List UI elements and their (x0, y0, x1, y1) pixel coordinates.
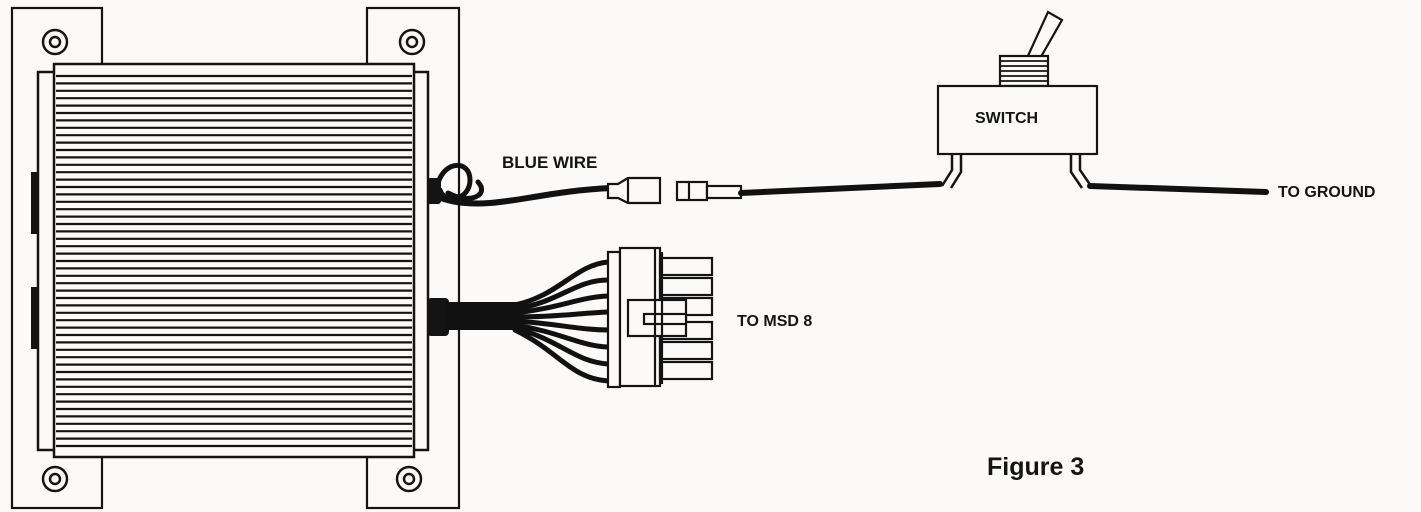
figure-caption: Figure 3 (987, 453, 1085, 481)
mounting-hole-icon (41, 28, 426, 493)
msd-connector (606, 246, 714, 389)
ground-wire (1087, 183, 1269, 195)
blue-wire (429, 162, 615, 207)
wire-grommet-lower (427, 298, 449, 336)
harness-wires (512, 259, 611, 384)
blue-wire-label: BLUE WIRE (502, 153, 598, 172)
heat-sink-fins (56, 74, 412, 448)
to-msd-label: TO MSD 8 (737, 313, 813, 330)
to-ground-label: TO GROUND (1278, 184, 1376, 201)
ignition-module-housing (36, 62, 430, 459)
wire-grommet-upper (427, 178, 441, 204)
wire-to-switch (738, 181, 943, 196)
switch-label: SWITCH (975, 110, 1039, 127)
male-terminal (675, 180, 743, 202)
toggle-switch-icon (936, 10, 1099, 189)
harness-bundle (445, 302, 520, 330)
female-terminal (606, 176, 662, 205)
